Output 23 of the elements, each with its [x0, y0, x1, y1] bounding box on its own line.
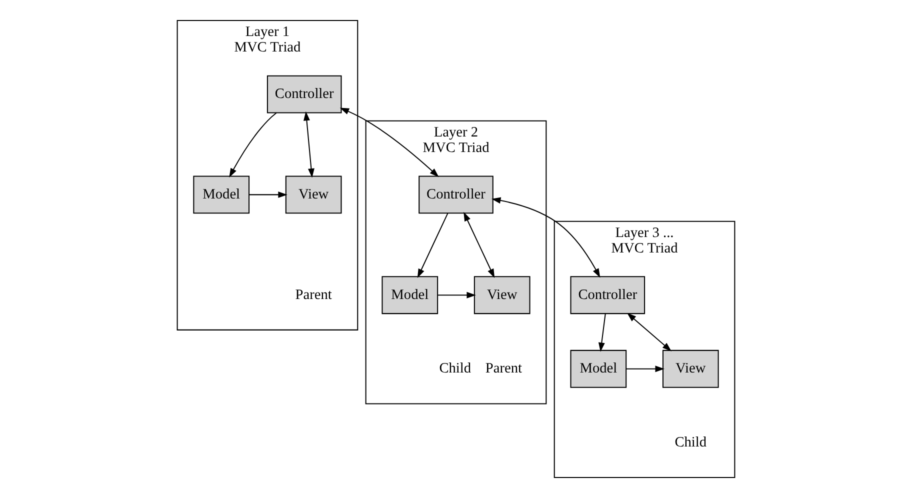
node-box: View: [474, 276, 530, 314]
arrow: [304, 111, 314, 178]
arrow: [438, 292, 476, 298]
arrow: [229, 112, 277, 178]
arrow: [626, 366, 664, 372]
arrow: [598, 314, 606, 352]
arrow: [417, 213, 448, 278]
node-label: Child Parent: [439, 360, 522, 377]
node-box: Controller: [266, 75, 342, 114]
node-box: View: [285, 176, 342, 214]
arrow: [626, 312, 672, 352]
node-label: Child: [674, 434, 707, 450]
arrow: [249, 191, 288, 198]
arrow: [340, 108, 439, 178]
node-box: View: [662, 350, 719, 388]
arrow: [464, 212, 495, 278]
node-box: Model: [382, 276, 438, 314]
node-box: Model: [193, 176, 250, 214]
node-box: Controller: [570, 276, 646, 314]
node-label: Parent: [295, 286, 332, 303]
arrow: [491, 197, 600, 278]
node-box: Controller: [418, 176, 494, 214]
node-box: Model: [570, 350, 627, 388]
